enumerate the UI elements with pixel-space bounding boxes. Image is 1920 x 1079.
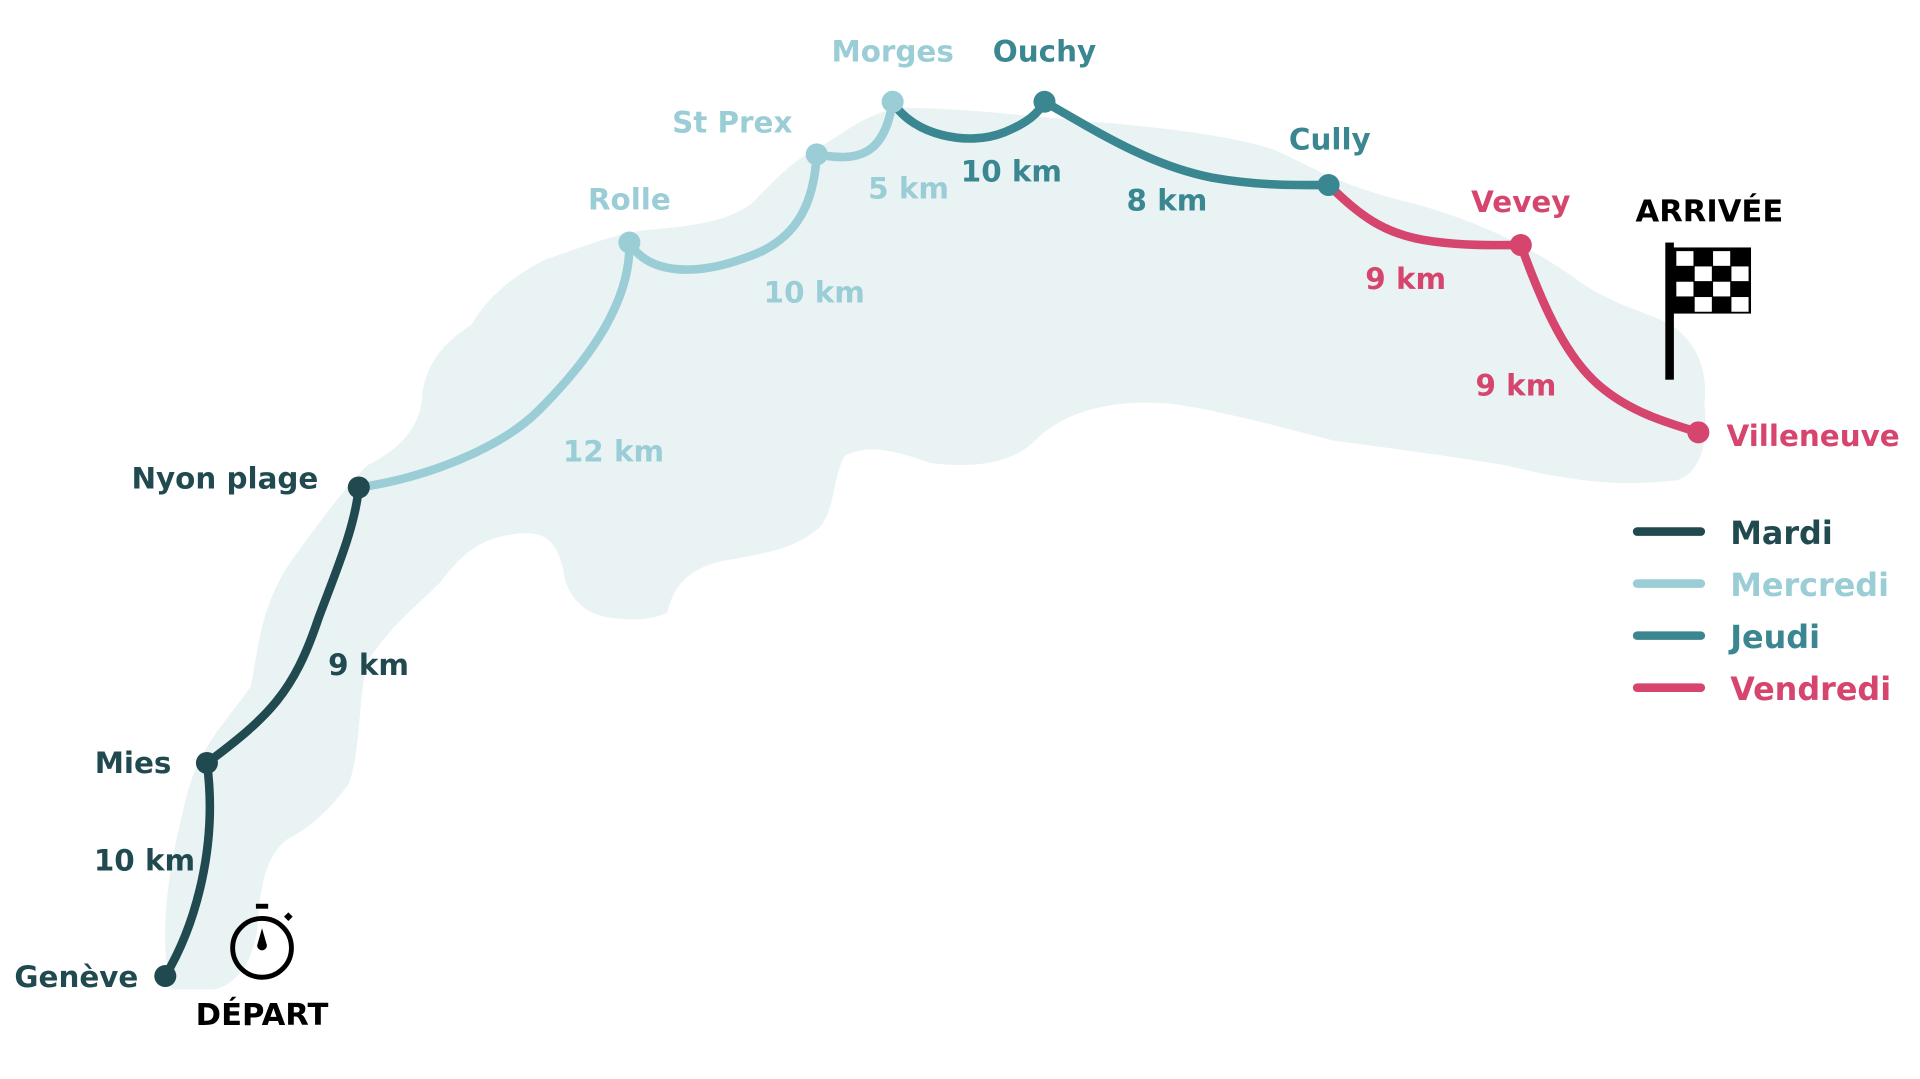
legend-label-mercredi: Mercredi xyxy=(1730,566,1889,604)
label-vevey: Vevey xyxy=(1471,185,1570,219)
stopwatch-icon xyxy=(230,903,294,980)
route-vendredi-vevey-villeneuve xyxy=(1516,240,1703,437)
distance-geneve-mies: 10 km xyxy=(94,844,195,878)
label-villeneuve: Villeneuve xyxy=(1727,419,1900,453)
distance-morges-ouchy: 10 km xyxy=(961,154,1062,188)
stop-rolle xyxy=(618,231,641,254)
stop-stprex xyxy=(805,143,828,166)
finish-label: ARRIVÉE xyxy=(1636,194,1784,230)
flag-square xyxy=(1694,297,1712,312)
distance-ouchy-cully: 8 km xyxy=(1127,184,1208,218)
label-rolle: Rolle xyxy=(588,183,671,217)
lake-leman-shape xyxy=(165,107,1706,990)
stop-vevey xyxy=(1509,233,1532,257)
flag-square xyxy=(1731,297,1749,312)
route-jeudi-morges-ouchy xyxy=(888,97,1049,143)
label-ouchy: Ouchy xyxy=(993,34,1096,68)
label-cully: Cully xyxy=(1289,123,1371,157)
start-label: DÉPART xyxy=(196,997,329,1033)
route-mercredi-nyon-rolle xyxy=(354,238,634,492)
distance-cully-vevey: 9 km xyxy=(1365,262,1446,296)
distance-mies-nyon: 9 km xyxy=(328,648,409,682)
label-morges: Morges xyxy=(831,34,953,68)
route-jeudi-ouchy-cully xyxy=(1040,97,1333,190)
stop-cully xyxy=(1317,173,1340,197)
legend-label-mardi: Mardi xyxy=(1730,514,1833,552)
flag-square xyxy=(1713,251,1731,266)
flag-square xyxy=(1676,281,1694,297)
flag-square xyxy=(1694,266,1712,282)
stop-morges xyxy=(881,90,904,113)
distance-stprex-morges: 5 km xyxy=(868,171,949,205)
stop-mies xyxy=(195,751,218,774)
route-mercredi-rolle-stprex xyxy=(625,150,822,274)
legend-label-jeudi: Jeudi xyxy=(1728,618,1820,656)
route-mercredi-stprex-morges xyxy=(812,97,897,162)
label-nyon: Nyon plage xyxy=(131,462,318,496)
stop-geneve xyxy=(154,965,177,988)
legend-label-vendredi: Vendredi xyxy=(1730,670,1891,708)
label-geneve: Genève xyxy=(14,960,138,994)
route-vendredi-cully-vevey xyxy=(1324,180,1526,250)
flag-square xyxy=(1731,266,1749,282)
distance-nyon-rolle: 12 km xyxy=(563,435,664,469)
stop-villeneuve xyxy=(1687,421,1710,444)
distance-rolle-stprex: 10 km xyxy=(764,276,865,310)
distance-vevey-villeneuve: 9 km xyxy=(1476,369,1557,403)
label-stprex: St Prex xyxy=(672,105,792,139)
stop-nyon xyxy=(347,476,370,499)
label-mies: Mies xyxy=(95,746,172,780)
route-mardi-geneve-mies xyxy=(161,758,215,981)
checkered-flag-icon xyxy=(1665,242,1752,380)
flag-square xyxy=(1676,251,1694,266)
route-mardi-mies-nyon xyxy=(202,483,364,768)
stop-ouchy xyxy=(1033,90,1056,113)
flag-square xyxy=(1713,281,1731,297)
